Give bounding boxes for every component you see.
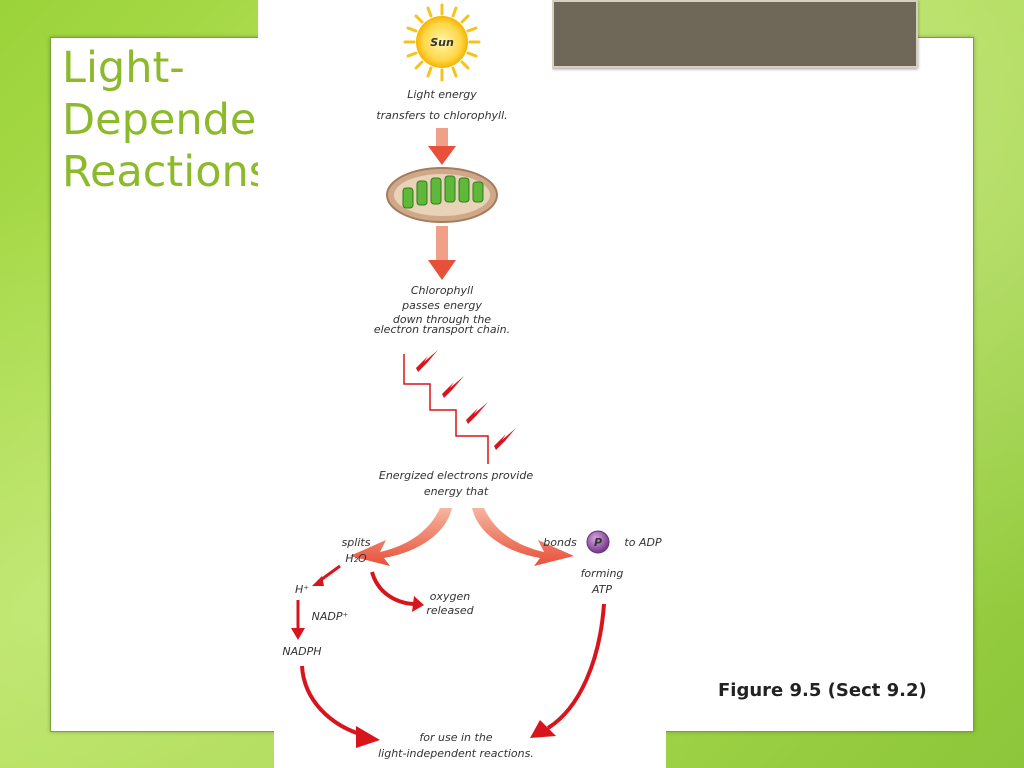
h2o-label: H₂O	[345, 552, 367, 565]
down-arrow-1	[428, 128, 456, 165]
sun-label: Sun	[430, 36, 454, 49]
electron-transport-staircase	[403, 350, 516, 464]
final-line1: for use in the	[419, 731, 492, 744]
step1-line1: Light energy	[407, 88, 477, 101]
arrow-atp-to-final	[546, 603, 606, 730]
step3-line1: Energized electrons provide	[379, 469, 533, 482]
bonds-label: bonds	[543, 536, 577, 549]
split-arrow-left	[350, 508, 452, 566]
down-arrow-2	[428, 226, 456, 280]
title-line-3: Reactions	[62, 147, 272, 197]
forming-label: forming	[581, 567, 624, 580]
atp-label: ATP	[591, 583, 612, 596]
split-arrow-right	[472, 508, 574, 566]
title-line-1: Light-	[62, 43, 185, 93]
oxygen-line2: released	[426, 604, 474, 617]
final-line2: light-independent reactions.	[378, 747, 534, 760]
step2-line2: passes energy	[401, 299, 482, 312]
splits-label: splits	[342, 536, 371, 549]
step2-line3: down through the	[393, 313, 491, 326]
step1-line2: transfers to chlorophyll.	[376, 109, 507, 122]
figure-top-panel	[258, 0, 552, 325]
arrow-to-oxygen	[370, 571, 417, 606]
oxygen-line1: oxygen	[430, 590, 470, 603]
step3-line2: energy that	[424, 485, 489, 498]
phosphate-icon	[586, 530, 610, 554]
arrow-nadph-to-final	[300, 665, 367, 738]
figure-caption: Figure 9.5 (Sect 9.2)	[718, 680, 927, 701]
phosphate-label: P	[594, 536, 602, 549]
title-placeholder-bar	[552, 0, 918, 68]
chloroplast-icon	[386, 167, 498, 223]
step2-line4: electron transport chain.	[374, 323, 510, 336]
nadp-label: NADP⁺	[312, 610, 349, 623]
sun-icon	[403, 3, 481, 82]
to-adp-label: to ADP	[624, 536, 662, 549]
hplus-label: H⁺	[295, 583, 309, 596]
step2-line1: Chlorophyll	[411, 284, 473, 297]
nadph-label: NADPH	[282, 645, 321, 658]
